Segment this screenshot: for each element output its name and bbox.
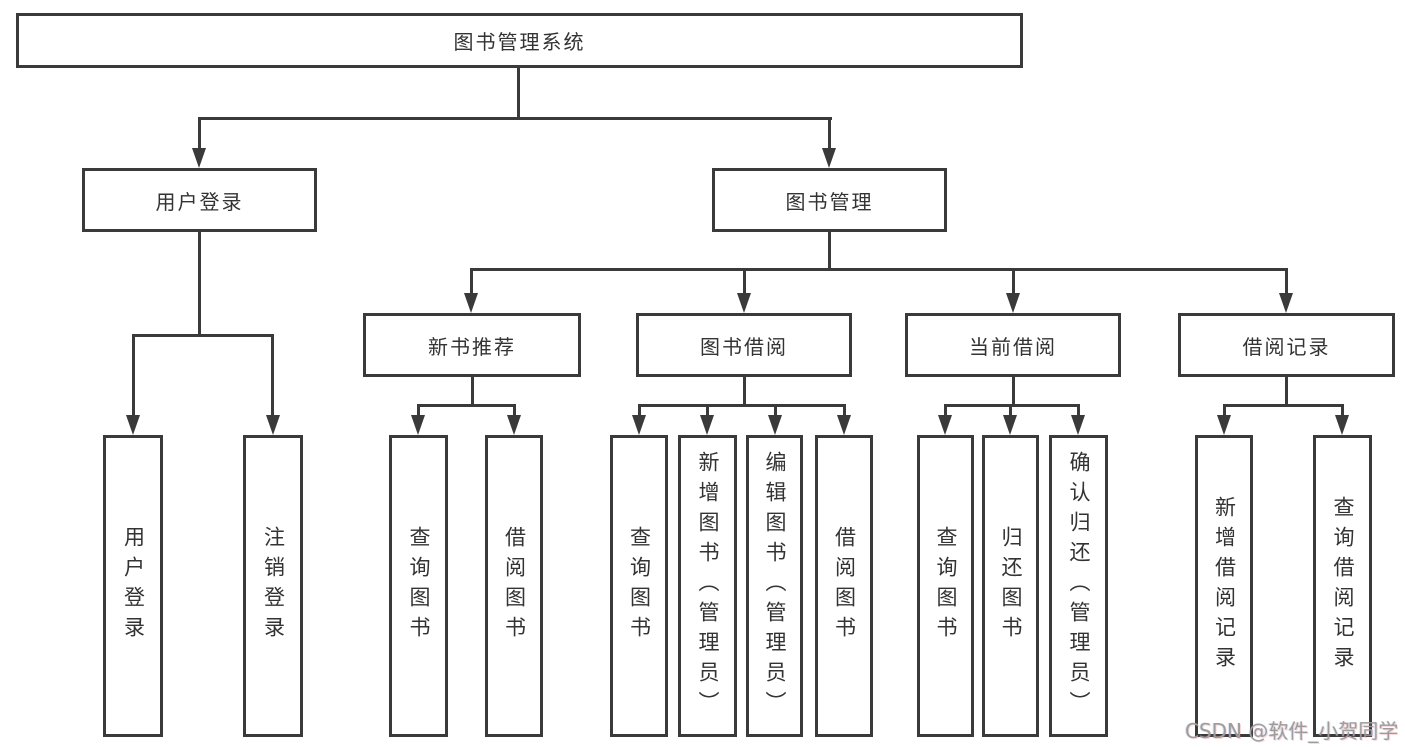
arrowhead-current-borrow <box>1006 293 1020 313</box>
node-borrowing-records: 借阅记录 <box>1178 313 1395 377</box>
node-book-management: 图书管理 <box>712 168 947 232</box>
connector-newbook-stem <box>471 377 474 407</box>
arrowhead-records-leaf-2 <box>1335 415 1349 435</box>
connector-userlogin-rail <box>132 334 274 337</box>
arrowhead-records-leaf-1 <box>1217 415 1231 435</box>
leaf-search-books-borrow: 查询图书 <box>610 435 668 737</box>
connector-borrow-drop-2 <box>706 404 709 418</box>
connector-userlogin-drop-1 <box>132 334 135 417</box>
leaf-search-books-current: 查询图书 <box>917 435 974 737</box>
node-current-borrowing: 当前借阅 <box>905 313 1121 377</box>
leaf-borrow-books-recommend: 借阅图书 <box>485 435 543 737</box>
arrowhead-newbook-leaf-1 <box>411 415 425 435</box>
leaf-return-books: 归还图书 <box>982 435 1039 737</box>
connector-bookmgmt-drop-3 <box>1012 268 1015 296</box>
arrowhead-current-leaf-2 <box>1003 415 1017 435</box>
connector-bookmgmt-rail <box>470 268 1288 271</box>
node-new-book-recommendation: 新书推荐 <box>363 313 581 377</box>
connector-bookmgmt-stem <box>828 232 831 271</box>
leaf-logout: 注销登录 <box>243 435 303 737</box>
connector-current-drop-1 <box>944 404 947 418</box>
connector-borrow-drop-3 <box>774 404 777 418</box>
connector-bookmgmt-drop-2 <box>743 268 746 296</box>
arrowhead-new-book-rec <box>464 293 478 313</box>
arrowhead-borrow-leaf-3 <box>768 415 782 435</box>
connector-userlogin-stem <box>198 232 201 336</box>
connector-current-drop-3 <box>1077 404 1080 418</box>
leaf-edit-books-admin: 编辑图书（管理员） <box>746 435 803 737</box>
connector-current-stem <box>1012 377 1015 407</box>
leaf-borrow-books: 借阅图书 <box>815 435 873 737</box>
arrowhead-book-borrow <box>737 293 751 313</box>
arrowhead-current-leaf-1 <box>938 415 952 435</box>
node-book-borrowing: 图书借阅 <box>636 313 852 377</box>
arrowhead-current-leaf-3 <box>1071 415 1085 435</box>
connector-bookmgmt-drop-4 <box>1285 268 1288 296</box>
connector-borrow-stem <box>743 377 746 407</box>
arrowhead-leaf-user-login <box>126 415 140 435</box>
connector-records-rail <box>1223 404 1344 407</box>
node-user-login: 用户登录 <box>82 168 317 232</box>
connector-newbook-drop-1 <box>417 404 420 418</box>
connector-root-rail <box>198 117 832 120</box>
connector-records-stem <box>1285 377 1288 407</box>
connector-root-stem <box>517 68 520 118</box>
leaf-confirm-return-admin: 确认归还（管理员） <box>1049 435 1108 737</box>
leaf-add-borrow-record: 新增借阅记录 <box>1195 435 1253 737</box>
leaf-search-books-recommend: 查询图书 <box>389 435 448 737</box>
connector-bookmgmt-drop-1 <box>470 268 473 296</box>
watermark-csdn: CSDN @软件_小贺同学 <box>1185 719 1399 743</box>
connector-current-rail <box>944 404 1080 407</box>
leaf-search-borrow-record: 查询借阅记录 <box>1313 435 1372 737</box>
connector-current-drop-2 <box>1009 404 1012 418</box>
arrowhead-borrow-leaf-4 <box>837 415 851 435</box>
arrowhead-borrow-leaf-1 <box>632 415 646 435</box>
arrowhead-leaf-logout <box>266 415 280 435</box>
connector-root-left-drop <box>198 117 201 150</box>
node-library-management-system: 图书管理系统 <box>16 13 1023 68</box>
connector-userlogin-drop-2 <box>271 334 274 417</box>
connector-borrow-drop-1 <box>638 404 641 418</box>
connector-root-right-drop <box>828 117 831 150</box>
arrowhead-borrow-records <box>1279 293 1293 313</box>
connector-borrow-rail <box>638 404 846 407</box>
leaf-add-books-admin: 新增图书（管理员） <box>678 435 737 737</box>
arrowhead-borrow-leaf-2 <box>700 415 714 435</box>
arrowhead-newbook-leaf-2 <box>507 415 521 435</box>
connector-borrow-drop-4 <box>843 404 846 418</box>
connector-records-drop-1 <box>1223 404 1226 418</box>
connector-records-drop-2 <box>1341 404 1344 418</box>
arrowhead-user-login <box>192 148 206 168</box>
connector-newbook-drop-2 <box>513 404 516 418</box>
leaf-user-login: 用户登录 <box>103 435 163 737</box>
connector-newbook-rail <box>417 404 516 407</box>
arrowhead-book-management <box>822 148 836 168</box>
